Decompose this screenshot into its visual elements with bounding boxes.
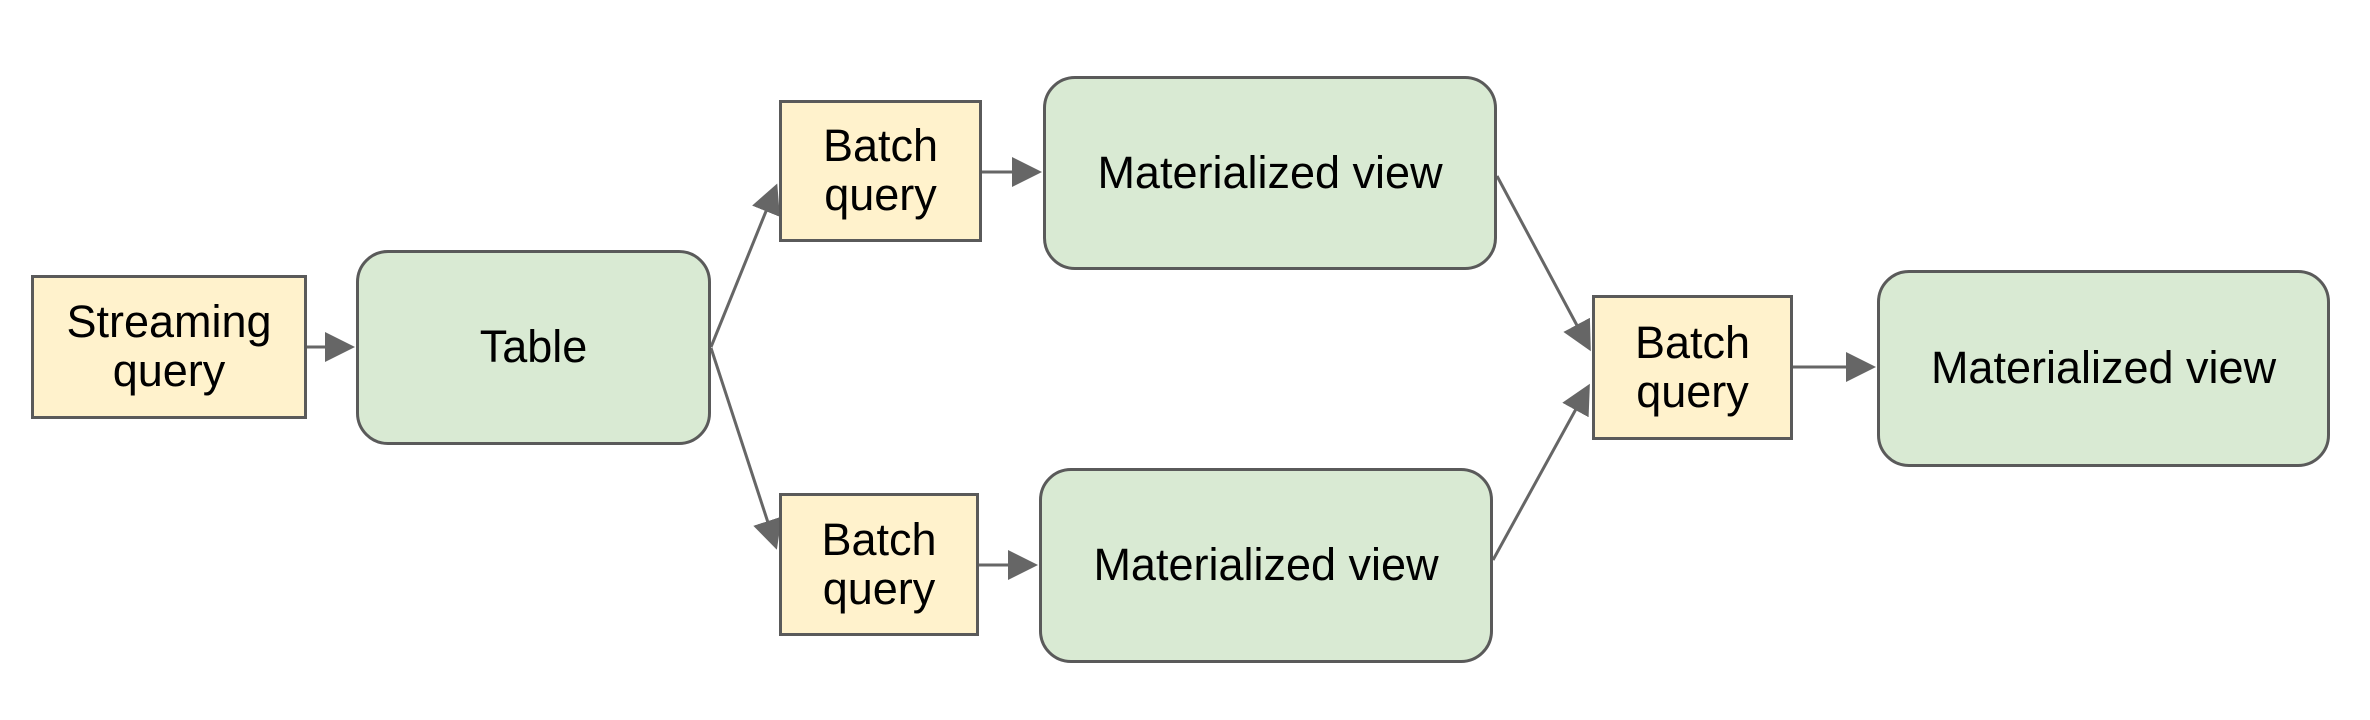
node-materialized-view-top-label: Materialized view <box>1097 146 1443 198</box>
node-batch-query-merge: Batch query <box>1592 295 1793 440</box>
node-materialized-view-top: Materialized view <box>1043 76 1497 270</box>
node-streaming-query-label: Streaming query <box>66 296 272 396</box>
node-batch-query-top: Batch query <box>779 100 982 242</box>
edge-table-to-batch-bottom <box>709 347 782 550</box>
node-materialized-view-final-label: Materialized view <box>1930 342 2277 394</box>
node-streaming-query: Streaming query <box>31 275 307 419</box>
node-materialized-view-bottom-label: Materialized view <box>1093 539 1439 591</box>
node-batch-query-bottom-label: Batch query <box>821 513 937 614</box>
node-batch-query-top-label: Batch query <box>822 120 939 220</box>
node-table: Table <box>356 250 711 445</box>
node-table-label: Table <box>479 321 588 373</box>
node-materialized-view-bottom: Materialized view <box>1039 468 1493 663</box>
node-batch-query-merge-label: Batch query <box>1634 316 1751 417</box>
node-materialized-view-final: Materialized view <box>1877 270 2330 467</box>
node-batch-query-bottom: Batch query <box>779 493 979 636</box>
edge-mv-bottom-to-batch-merge <box>1491 383 1590 561</box>
edge-mv-top-to-batch-merge <box>1495 175 1591 352</box>
edge-table-to-batch-top <box>709 183 780 348</box>
